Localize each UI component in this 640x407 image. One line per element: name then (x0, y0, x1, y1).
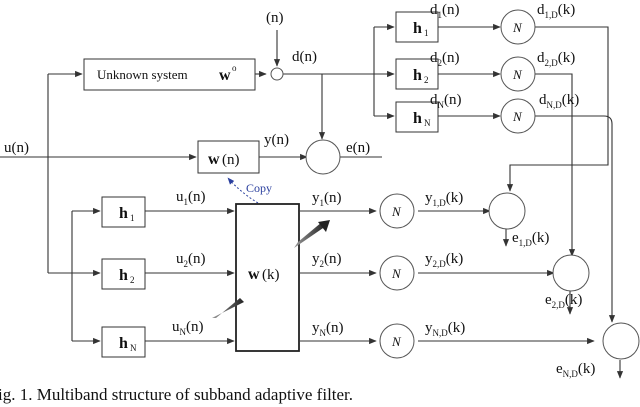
svg-text:N: N (512, 67, 523, 82)
top-filter-1-sub: 1 (424, 28, 429, 38)
svg-text:d1(n): d1(n) (430, 2, 460, 20)
top-filter-1-h: h (413, 20, 422, 37)
low-filter-1-sub: 1 (130, 213, 135, 223)
svg-text:d2(n): d2(n) (430, 50, 460, 68)
svg-text:u2(n): u2(n) (176, 251, 206, 269)
low-filter-2-sub: 2 (130, 275, 135, 285)
copy-label: Copy (246, 181, 272, 195)
wn-arg: (n) (222, 152, 240, 168)
noise-label: (n) (266, 10, 284, 26)
adaptive-filter-wn: w (n) (197, 140, 260, 174)
adaptive-filter-wk: w (k) (212, 203, 330, 352)
e-label: e(n) (346, 140, 370, 156)
svg-text:N: N (391, 204, 402, 219)
svg-text:N: N (512, 20, 523, 35)
decimator-4: N (379, 193, 415, 229)
u-label: u(n) (4, 140, 29, 156)
y-label: y(n) (264, 132, 289, 148)
svg-text:uN(n): uN(n) (172, 319, 204, 337)
u-sub-label-2: u2(n) (176, 251, 206, 269)
low-filter-3-h: h (119, 335, 128, 352)
svg-text:y1,D(k): y1,D(k) (425, 190, 463, 208)
svg-text:yN(n): yN(n) (312, 320, 344, 338)
u-sub-label-3: uN(n) (172, 319, 204, 337)
top-filter-3-sub: N (424, 118, 431, 128)
d-sub-label-3: dN(n) (430, 92, 462, 110)
unknown-system-block: Unknown system w o (83, 58, 256, 91)
adapt-arrow-out (294, 222, 326, 248)
adapt-arrow-in (212, 298, 244, 318)
svg-text:u1(n): u1(n) (176, 189, 206, 207)
low-filter-2-h: h (119, 267, 128, 284)
svg-text:dN,D(k): dN,D(k) (539, 92, 579, 110)
wn-bold: w (208, 151, 220, 168)
subband-summer-n (602, 322, 640, 360)
svg-text:e1,D(k): e1,D(k) (512, 230, 549, 248)
decimator-2: N (500, 56, 536, 92)
svg-text:d2,D(k): d2,D(k) (537, 50, 575, 68)
svg-text:y2(n): y2(n) (312, 251, 342, 269)
u-sub-label-1: u1(n) (176, 189, 206, 207)
signal-labels: d1(n) d2(n) dN(n) d1,D(k) d2,D(k) dN,D(k) u1(n… (172, 2, 595, 379)
low-filter-1-h: h (119, 205, 128, 222)
top-filter-2-sub: 2 (424, 75, 429, 85)
unknown-system-w: w (219, 67, 231, 84)
error-summer (305, 139, 341, 175)
yD-label-2: y2,D(k) (425, 251, 463, 269)
y-sub-label-2: y2(n) (312, 251, 342, 269)
noise-summer (270, 67, 284, 81)
wires (0, 23, 624, 379)
y-sub-label-1: y1(n) (312, 190, 342, 208)
top-filter-3-h: h (413, 110, 422, 127)
svg-text:y1(n): y1(n) (312, 190, 342, 208)
svg-text:d1,D(k): d1,D(k) (537, 2, 575, 20)
svg-text:e2,D(k): e2,D(k) (545, 292, 582, 310)
decimator-6: N (379, 323, 415, 359)
subband-summer-2 (552, 254, 590, 292)
low-filter-3-sub: N (130, 343, 137, 353)
subband-summer-1 (488, 192, 526, 230)
decimators: N N N N N N (379, 9, 536, 359)
yD-label-3: yN,D(k) (425, 320, 465, 338)
svg-text:N: N (391, 266, 402, 281)
unknown-system-text: Unknown system (97, 67, 188, 82)
decimator-5: N (379, 255, 415, 291)
unknown-system-sup: o (232, 63, 237, 73)
svg-text:y2,D(k): y2,D(k) (425, 251, 463, 269)
svg-text:yN,D(k): yN,D(k) (425, 320, 465, 338)
y-sub-label-3: yN(n) (312, 320, 344, 338)
d-sub-label-1: d1(n) (430, 2, 460, 20)
wk-bold: w (248, 266, 260, 283)
yD-label-1: y1,D(k) (425, 190, 463, 208)
dD-label-1: d1,D(k) (537, 2, 575, 20)
svg-text:N: N (512, 109, 523, 124)
d-label: d(n) (292, 49, 317, 65)
dD-label-3: dN,D(k) (539, 92, 579, 110)
eD-label-1: e1,D(k) (512, 230, 549, 248)
d-sub-label-2: d2(n) (430, 50, 460, 68)
decimator-3: N (500, 98, 536, 134)
eD-label-3: eN,D(k) (556, 361, 595, 379)
svg-text:dN(n): dN(n) (430, 92, 462, 110)
top-filter-2-h: h (413, 67, 422, 84)
figure-caption: ig. 1. Multiband structure of subband ad… (0, 385, 353, 404)
wk-arg: (k) (262, 267, 280, 283)
decimator-1: N (500, 9, 536, 45)
eD-label-2: e2,D(k) (545, 292, 582, 310)
svg-text:N: N (391, 334, 402, 349)
dD-label-2: d2,D(k) (537, 50, 575, 68)
svg-text:eN,D(k): eN,D(k) (556, 361, 595, 379)
